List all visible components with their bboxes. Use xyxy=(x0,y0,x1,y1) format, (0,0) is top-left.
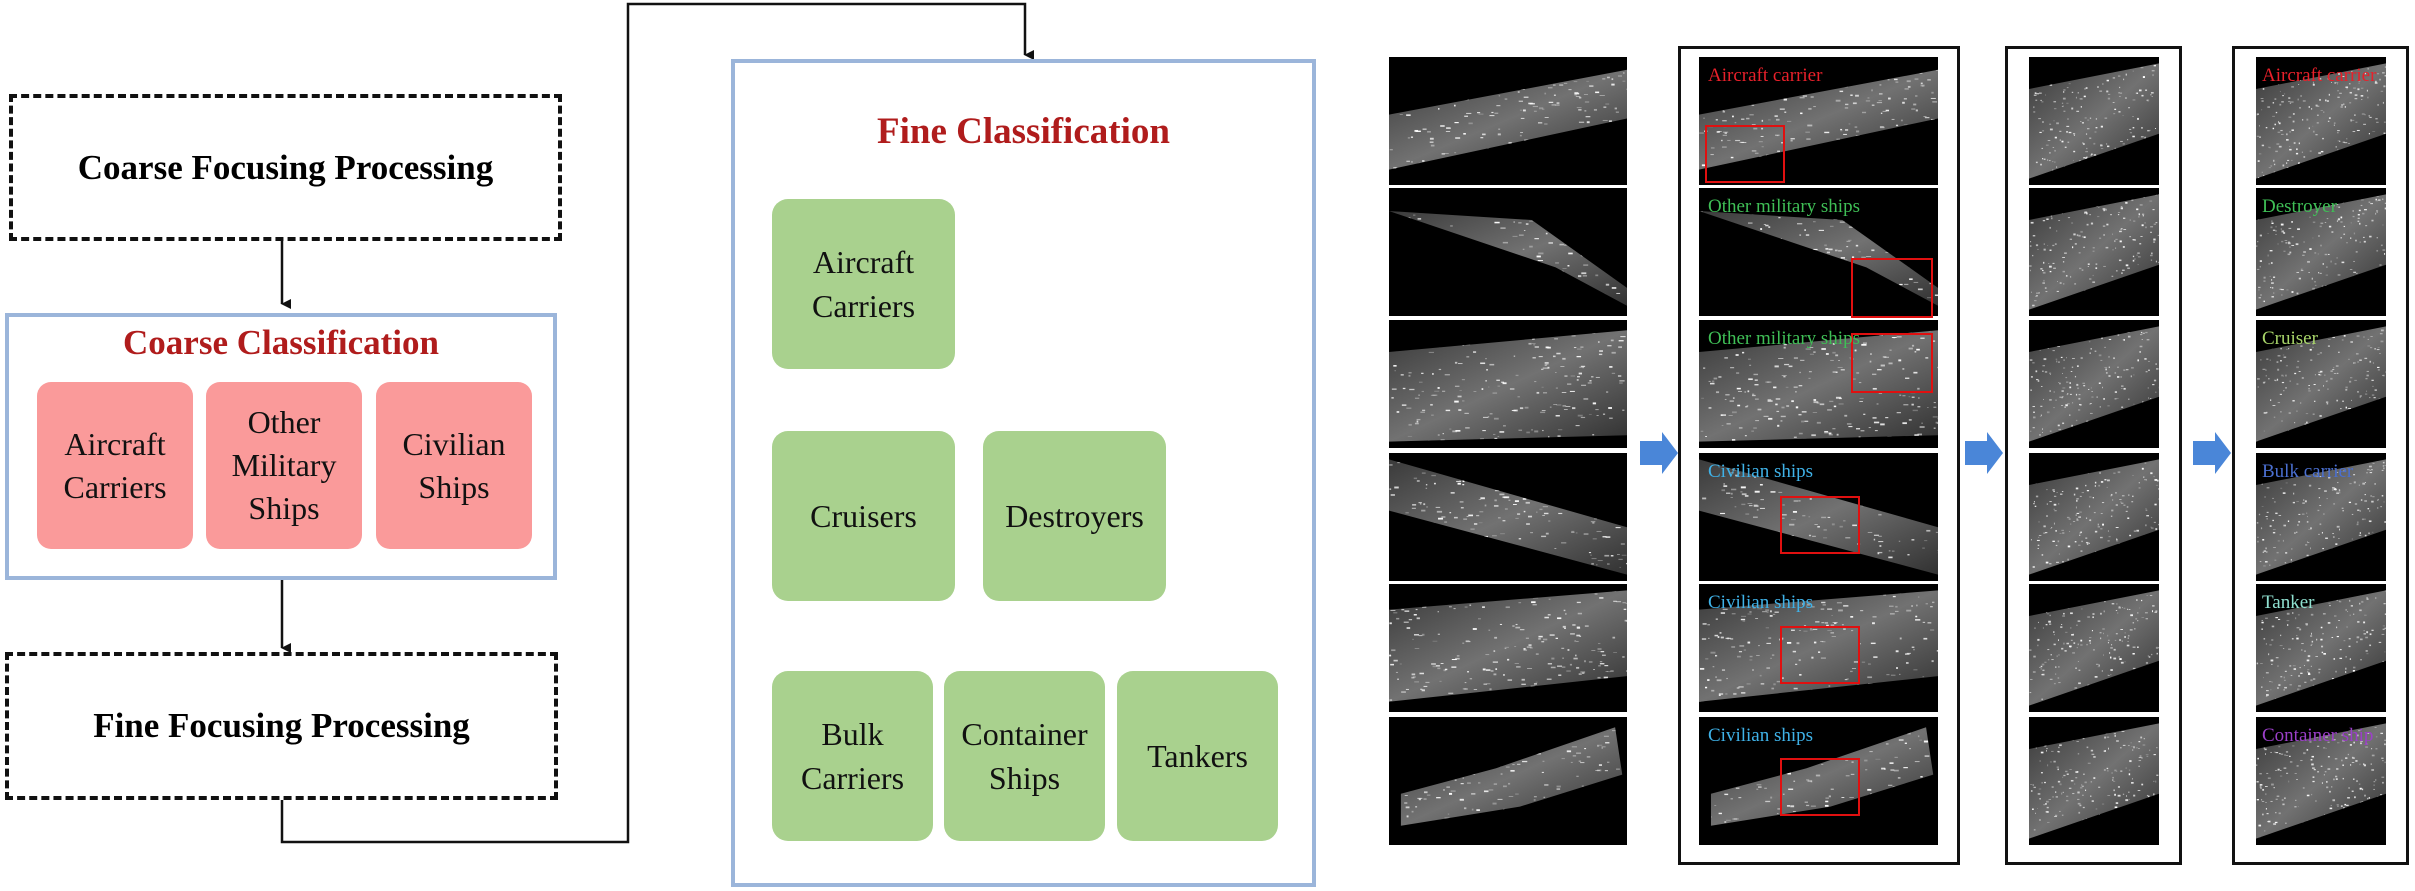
radar-image xyxy=(2256,584,2386,712)
fine-result-label: Bulk carrier xyxy=(2262,461,2354,482)
region-box xyxy=(1780,758,1860,816)
region-box xyxy=(1780,496,1860,554)
blue-arrow-3 xyxy=(2193,432,2231,474)
fine-result-label: Cruiser xyxy=(2262,328,2318,349)
fine-classification-title: Fine Classification xyxy=(877,111,1170,152)
coarse-result-label: Civilian ships xyxy=(1708,725,1814,746)
fine-result-label: Container ship xyxy=(2262,725,2374,746)
blue-arrow-2 xyxy=(1965,432,2003,474)
region-box xyxy=(1851,333,1933,393)
fine-classification-panel: Fine Classification Aircraft Carriers Cr… xyxy=(731,59,1316,887)
radar-image xyxy=(1699,453,1938,581)
radar-image xyxy=(1699,320,1938,448)
fine-result-label: Destroyer xyxy=(2262,196,2337,217)
blue-arrow-1 xyxy=(1640,432,1678,474)
fine-class-destroyers: Destroyers xyxy=(983,431,1166,601)
arrow-to-fine-classification xyxy=(280,2,1034,844)
fine-class-cruisers: Cruisers xyxy=(772,431,955,601)
radar-image xyxy=(1389,717,1627,845)
radar-image xyxy=(2029,57,2159,185)
region-box xyxy=(1705,125,1785,183)
coarse-result-label: Aircraft carrier xyxy=(1708,65,1823,86)
radar-image xyxy=(2256,717,2386,845)
coarse-focusing-box: Coarse Focusing Processing xyxy=(9,94,562,241)
radar-image xyxy=(1389,584,1627,712)
region-box xyxy=(1851,258,1933,318)
radar-image xyxy=(1389,320,1627,448)
radar-image xyxy=(1699,584,1938,712)
radar-image xyxy=(1389,57,1627,185)
coarse-class-aircraft-carriers: Aircraft Carriers xyxy=(37,382,193,549)
fine-class-container-ships: Container Ships xyxy=(944,671,1105,841)
radar-image xyxy=(1699,57,1938,185)
coarse-class-civilian-ships: Civilian Ships xyxy=(376,382,532,549)
region-box xyxy=(1780,626,1860,684)
fine-result-label: Tanker xyxy=(2262,592,2315,613)
radar-image xyxy=(2029,717,2159,845)
radar-image xyxy=(1389,188,1627,316)
radar-image xyxy=(2029,320,2159,448)
coarse-result-label: Other military ships xyxy=(1708,328,1860,349)
radar-image xyxy=(2256,453,2386,581)
fine-focusing-box: Fine Focusing Processing xyxy=(5,652,558,800)
radar-image xyxy=(2029,453,2159,581)
fine-class-aircraft-carriers: Aircraft Carriers xyxy=(772,199,955,369)
coarse-focusing-label: Coarse Focusing Processing xyxy=(77,147,494,187)
radar-image xyxy=(2256,57,2386,185)
fine-class-bulk-carriers: Bulk Carriers xyxy=(772,671,933,841)
coarse-class-other-military-ships: Other Military Ships xyxy=(206,382,362,549)
coarse-classification-panel: Coarse Classification Aircraft Carriers … xyxy=(5,313,557,580)
radar-image xyxy=(1389,453,1627,581)
radar-image xyxy=(2256,320,2386,448)
fine-class-tankers: Tankers xyxy=(1117,671,1278,841)
coarse-result-label: Other military ships xyxy=(1708,196,1860,217)
radar-image xyxy=(2029,188,2159,316)
radar-image xyxy=(2029,584,2159,712)
coarse-result-label: Civilian ships xyxy=(1708,592,1814,613)
fine-result-label: Aircraft carrier xyxy=(2262,65,2377,86)
fine-focusing-label: Fine Focusing Processing xyxy=(93,706,470,745)
radar-image xyxy=(2256,188,2386,316)
coarse-classification-title: Coarse Classification xyxy=(123,323,439,362)
coarse-result-label: Civilian ships xyxy=(1708,461,1814,482)
radar-image xyxy=(1699,717,1938,845)
